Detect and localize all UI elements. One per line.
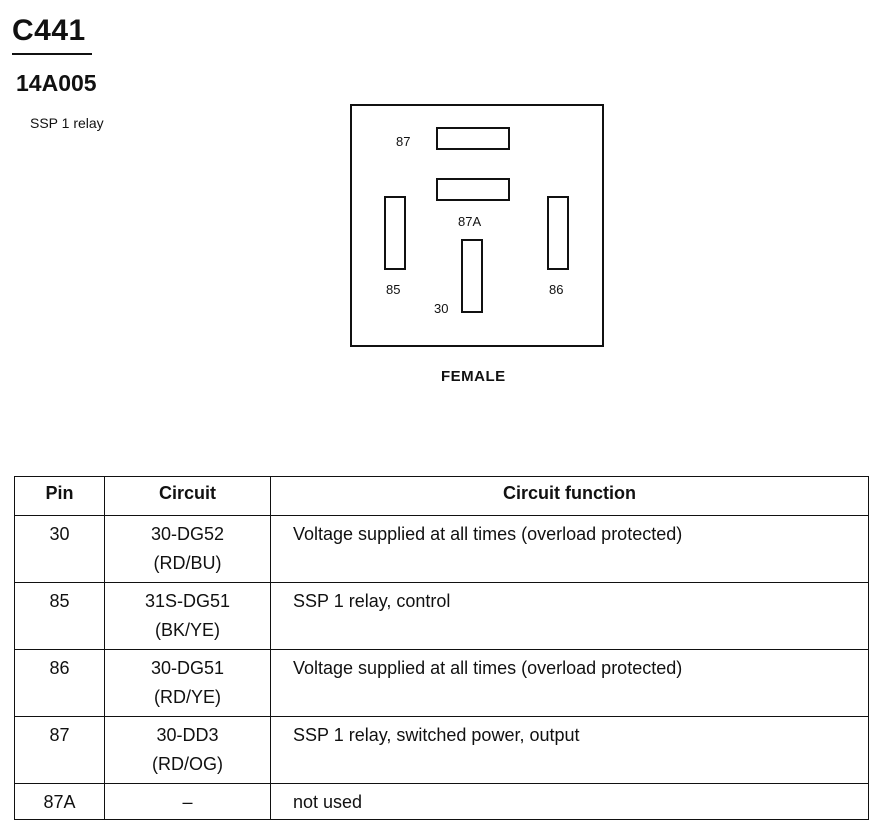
function-cell: Voltage supplied at all times (overload … bbox=[270, 649, 869, 717]
table-row: 86 30-DG51 (RD/YE) Voltage supplied at a… bbox=[14, 649, 869, 717]
pinout-table: Pin Circuit Circuit function 30 30-DG52 … bbox=[14, 476, 869, 820]
pin-label-30: 30 bbox=[434, 301, 448, 316]
pin-label-85: 85 bbox=[386, 282, 400, 297]
function-cell: SSP 1 relay, switched power, output bbox=[270, 716, 869, 784]
pin-87a-terminal bbox=[436, 178, 510, 201]
circuit-code: 30-DG51 bbox=[150, 658, 225, 678]
circuit-cell: – bbox=[104, 783, 271, 820]
pin-cell: 30 bbox=[14, 515, 105, 583]
pin-30-terminal bbox=[461, 239, 483, 313]
part-number: 14A005 bbox=[16, 70, 97, 96]
table-row: 30 30-DG52 (RD/BU) Voltage supplied at a… bbox=[14, 515, 869, 583]
relay-connector-diagram: 87 87A 85 86 30 bbox=[350, 104, 604, 347]
pin-label-87a: 87A bbox=[458, 214, 481, 229]
circuit-cell: 30-DD3 (RD/OG) bbox=[104, 716, 271, 784]
header-circuit-function: Circuit function bbox=[270, 476, 869, 516]
circuit-code: 30-DD3 bbox=[156, 725, 219, 745]
wire-color: (RD/YE) bbox=[154, 687, 221, 707]
function-cell: SSP 1 relay, control bbox=[270, 582, 869, 650]
header-circuit: Circuit bbox=[104, 476, 271, 516]
table-row: 85 31S-DG51 (BK/YE) SSP 1 relay, control bbox=[14, 582, 869, 650]
pin-87-terminal bbox=[436, 127, 510, 150]
circuit-cell: 31S-DG51 (BK/YE) bbox=[104, 582, 271, 650]
circuit-code: 30-DG52 bbox=[150, 524, 225, 544]
circuit-cell: 30-DG52 (RD/BU) bbox=[104, 515, 271, 583]
circuit-cell: 30-DG51 (RD/YE) bbox=[104, 649, 271, 717]
connector-id-title: C441 bbox=[12, 14, 86, 47]
header-pin: Pin bbox=[14, 476, 105, 516]
function-cell: not used bbox=[270, 783, 869, 820]
title-underline bbox=[12, 53, 92, 55]
connector-view-label: FEMALE bbox=[441, 368, 506, 385]
connector-description: SSP 1 relay bbox=[30, 115, 104, 131]
wire-color: (RD/BU) bbox=[153, 553, 222, 573]
pin-label-87: 87 bbox=[396, 134, 410, 149]
wire-color: (BK/YE) bbox=[154, 620, 220, 640]
pin-cell: 86 bbox=[14, 649, 105, 717]
pin-86-terminal bbox=[547, 196, 569, 270]
table-header-row: Pin Circuit Circuit function bbox=[14, 476, 869, 516]
pin-85-terminal bbox=[384, 196, 406, 270]
pin-cell: 87 bbox=[14, 716, 105, 784]
pin-label-86: 86 bbox=[549, 282, 563, 297]
function-cell: Voltage supplied at all times (overload … bbox=[270, 515, 869, 583]
table-row: 87A – not used bbox=[14, 783, 869, 820]
circuit-code: 31S-DG51 bbox=[144, 591, 231, 611]
wire-color: (RD/OG) bbox=[152, 754, 223, 774]
pin-cell: 85 bbox=[14, 582, 105, 650]
table-row: 87 30-DD3 (RD/OG) SSP 1 relay, switched … bbox=[14, 716, 869, 784]
pin-cell: 87A bbox=[14, 783, 105, 820]
